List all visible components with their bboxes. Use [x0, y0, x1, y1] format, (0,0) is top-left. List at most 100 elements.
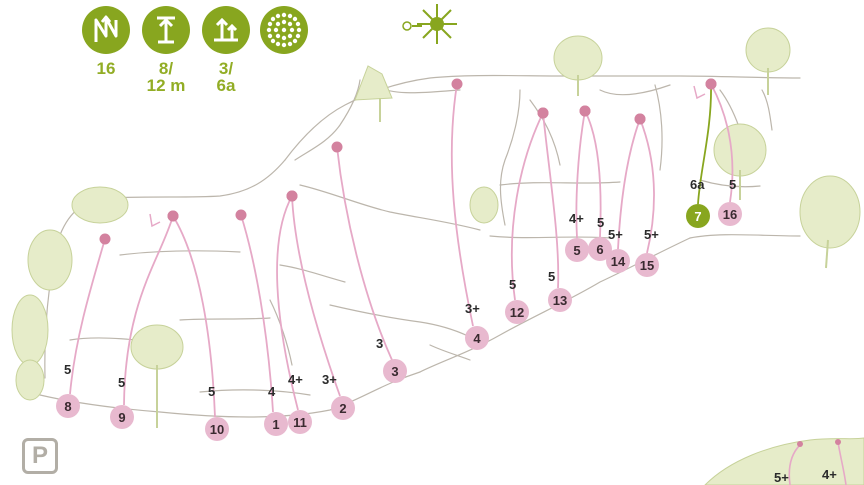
route-number: 3 [391, 364, 398, 379]
route-line [710, 83, 734, 203]
route-number: 5 [573, 243, 580, 258]
grade-range-label: 3/ 6a [216, 59, 236, 95]
route-15: 15 5+ [634, 113, 659, 277]
route-number: 13 [553, 293, 567, 308]
route-badge [505, 300, 529, 324]
route-11: 11 4+ [276, 190, 312, 434]
route-grade: 5 [548, 269, 555, 284]
height-label: 8/ 12 m [146, 59, 186, 95]
route-number: 12 [510, 305, 524, 320]
route-7: 7 6a [686, 78, 717, 228]
route-grade: 5 [597, 215, 604, 230]
route-grade: 4+ [569, 211, 584, 226]
adjacent-grade: 5+ [774, 470, 789, 485]
route-number: 4 [473, 331, 481, 346]
route-grade: 5 [118, 375, 125, 390]
route-badge [635, 253, 659, 277]
route-grade: 5+ [608, 227, 623, 242]
adjacent-crag: 5+ 4+ [704, 437, 864, 485]
route-16: 165 [705, 78, 742, 226]
anchor-icon [331, 141, 343, 153]
route-badge [205, 417, 229, 441]
route-grade: 3 [376, 336, 383, 351]
route-badge [110, 405, 134, 429]
route-number: 6 [596, 242, 603, 257]
route-13: 13 5 [537, 107, 572, 312]
route-5: 5 4+ [565, 105, 591, 262]
route-6: 65 [579, 105, 612, 261]
bolt-count-label: 16 [96, 59, 116, 78]
route-grade: 5+ [644, 227, 659, 242]
anchor-icon [705, 78, 717, 90]
route-line [291, 195, 341, 397]
anchor-icon [634, 113, 646, 125]
route-badge [588, 237, 612, 261]
route-number: 9 [118, 410, 125, 425]
north-arrow-icon [82, 6, 130, 54]
route-grade: 4+ [288, 372, 303, 387]
anchor-icon [99, 233, 111, 245]
route-3: 33 [331, 141, 407, 383]
route-badge [56, 394, 80, 418]
route-1: 14 [235, 209, 288, 436]
route-line [542, 112, 560, 289]
route-8: 85 [56, 233, 111, 418]
trees: 5+ 4+ [11, 27, 864, 485]
tree-icon [745, 27, 791, 95]
route-number: 7 [694, 209, 701, 224]
route-number: 2 [339, 401, 346, 416]
tree-icon [553, 35, 603, 96]
route-badge [331, 396, 355, 420]
route-badge [548, 288, 572, 312]
route-line [172, 215, 216, 418]
route-10: 105 [167, 210, 229, 441]
route-grade: 3+ [322, 372, 337, 387]
route-badge [606, 249, 630, 273]
lower-off-arrow-icon [693, 85, 706, 100]
anchor-icon [451, 78, 463, 90]
route-badge [686, 204, 710, 228]
grade-range-icon [202, 6, 250, 54]
route-line [584, 110, 602, 238]
route-number: 1 [272, 417, 279, 432]
anchor-icon [235, 209, 247, 221]
route-line [697, 83, 712, 205]
route-number: 14 [611, 254, 626, 269]
parking-icon: P [22, 438, 58, 474]
route-line [69, 238, 106, 395]
sun-exposure-icon [260, 6, 308, 54]
anchor-icon [537, 107, 549, 119]
tree-icon [11, 186, 129, 401]
tree-icon [799, 175, 861, 269]
route-badge [565, 238, 589, 262]
route-line [450, 83, 474, 327]
route-line [276, 195, 299, 411]
tree-icon [469, 186, 499, 224]
route-number: 8 [64, 399, 71, 414]
route-grade: 5 [729, 177, 736, 192]
route-line [510, 112, 544, 301]
tree-icon [713, 123, 767, 200]
route-line [240, 214, 274, 413]
route-grade: 6a [690, 177, 705, 192]
height-icon [142, 6, 190, 54]
route-line [336, 146, 393, 361]
adjacent-grade: 4+ [822, 467, 837, 482]
route-grade: 4 [268, 384, 276, 399]
route-number: 11 [293, 415, 307, 430]
route-badge [718, 202, 742, 226]
route-badge [264, 412, 288, 436]
route-line [575, 110, 586, 239]
route-number: 15 [640, 258, 654, 273]
route-line [639, 118, 655, 254]
route-grade: 5 [64, 362, 71, 377]
route-4: 4 3+ [450, 78, 489, 350]
sun-icon [402, 4, 457, 44]
anchor-icon [167, 210, 179, 222]
route-9: 95 [110, 210, 179, 429]
route-grade: 5 [509, 277, 516, 292]
tree-icon [130, 324, 184, 428]
route-grade: 3+ [465, 301, 480, 316]
